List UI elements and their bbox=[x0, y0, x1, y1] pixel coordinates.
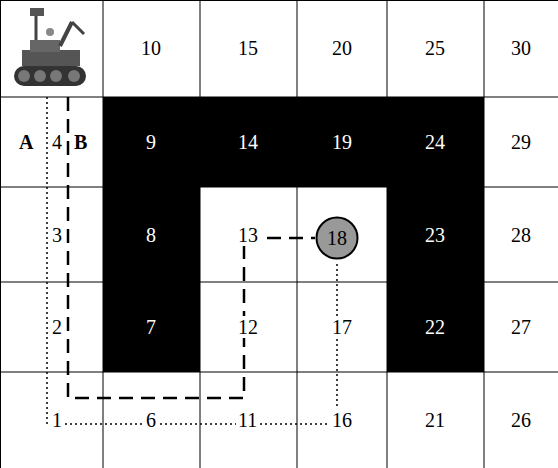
path-a bbox=[47, 97, 337, 424]
cell-number: 27 bbox=[509, 316, 533, 338]
cell-number: 17 bbox=[330, 316, 354, 338]
cell-number: 13 bbox=[236, 224, 260, 246]
cell-number: 14 bbox=[238, 131, 258, 153]
cell-number: 11 bbox=[236, 409, 259, 431]
path-letter: B bbox=[72, 131, 89, 153]
cell-number: 15 bbox=[236, 37, 260, 59]
cell-number: 3 bbox=[50, 224, 64, 246]
cell-number: 19 bbox=[332, 131, 352, 153]
obstacle bbox=[387, 187, 484, 372]
goal-circle: 18 bbox=[315, 216, 359, 260]
cell-number: 22 bbox=[425, 316, 445, 338]
cell-number: 8 bbox=[146, 224, 156, 246]
cell-number: 6 bbox=[144, 409, 158, 431]
cell-number: 21 bbox=[423, 409, 447, 431]
cell-number: 16 bbox=[330, 409, 354, 431]
cell-number: 23 bbox=[425, 224, 445, 246]
cell-number: 4 bbox=[50, 131, 64, 153]
cell-number: 12 bbox=[236, 316, 260, 338]
circle-shape bbox=[317, 218, 358, 259]
cell-number: 20 bbox=[330, 37, 354, 59]
cell-number: 7 bbox=[146, 316, 156, 338]
cell-number: 10 bbox=[139, 37, 163, 59]
path-letter: A bbox=[17, 131, 35, 153]
cell-number: 28 bbox=[509, 224, 533, 246]
path-b bbox=[68, 97, 315, 398]
cell-number: 2 bbox=[50, 316, 64, 338]
robot-icon bbox=[14, 8, 86, 86]
cell-number: 30 bbox=[509, 37, 533, 59]
cell-number: 18 bbox=[327, 227, 347, 250]
obstacle bbox=[103, 187, 200, 372]
cell-number: 25 bbox=[423, 37, 447, 59]
cell-number: 26 bbox=[509, 409, 533, 431]
cell-number: 1 bbox=[50, 409, 64, 431]
cell-number: 9 bbox=[146, 131, 156, 153]
cell-number: 24 bbox=[425, 131, 445, 153]
cell-number: 29 bbox=[509, 131, 533, 153]
obstacle bbox=[103, 97, 484, 187]
